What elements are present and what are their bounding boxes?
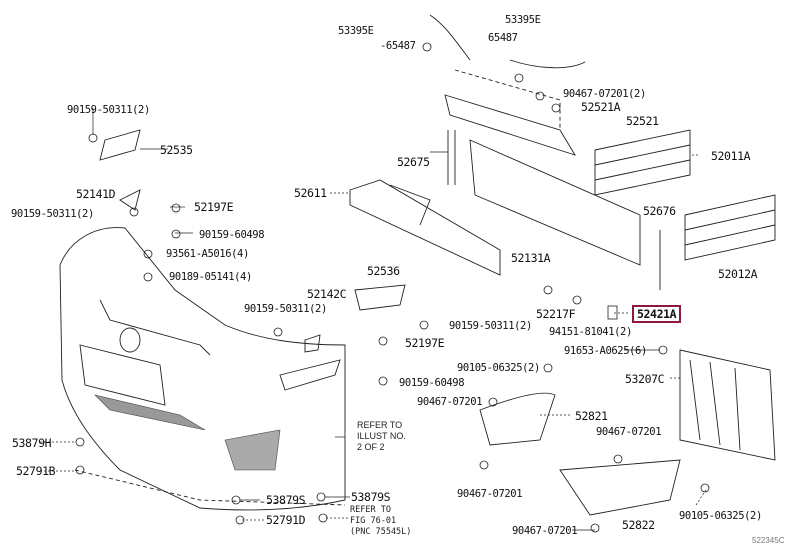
illust-reference-note: REFER TO ILLUST NO. 2 OF 2 (357, 420, 406, 452)
diagram-reference-code: 522345C (752, 536, 785, 545)
fastener-icons (75, 42, 710, 533)
part-label-90467-07201[interactable]: 90467-07201 (417, 396, 483, 408)
part-label-90467-07201[interactable]: 90467-07201(2) (563, 88, 646, 100)
small-brackets (99, 129, 406, 353)
part-label-90159-60498[interactable]: 90159-60498 (199, 229, 265, 241)
part-label-52197E[interactable]: 52197E (405, 336, 445, 350)
part-label-90467-07201[interactable]: 90467-07201 (596, 426, 662, 438)
part-label-65487[interactable]: -65487 (380, 40, 416, 52)
part-label-52822[interactable]: 52822 (622, 518, 655, 532)
part-label-90467-07201[interactable]: 90467-07201 (457, 488, 523, 500)
part-label-53207C[interactable]: 53207C (625, 372, 665, 386)
part-label-90189-05141[interactable]: 90189-05141(4) (169, 271, 252, 283)
part-label-52131A[interactable]: 52131A (511, 251, 551, 265)
part-label-53395E[interactable]: 53395E (505, 14, 541, 26)
part-label-65487[interactable]: 65487 (488, 32, 518, 44)
part-label-52421A-highlighted[interactable]: 52421A (632, 305, 682, 323)
part-label-53879S[interactable]: 53879S (351, 490, 391, 504)
bumper-reinforcement (349, 130, 661, 290)
part-label-91653-A0625[interactable]: 91653-A0625(6) (564, 345, 647, 357)
part-label-52791D[interactable]: 52791D (266, 513, 306, 527)
part-label-53879S[interactable]: 53879S (266, 493, 306, 507)
lower-duct-parts (479, 349, 776, 516)
part-label-90159-50311[interactable]: 90159-50311(2) (67, 104, 150, 116)
part-label-52675[interactable]: 52675 (397, 155, 430, 169)
part-label-52141D[interactable]: 52141D (76, 187, 116, 201)
part-label-94151-81041[interactable]: 94151-81041(2) (549, 326, 632, 338)
part-label-90105-06325[interactable]: 90105-06325(2) (457, 362, 540, 374)
part-label-52821[interactable]: 52821 (575, 409, 608, 423)
part-label-52011A[interactable]: 52011A (711, 149, 751, 163)
part-label-90159-50311[interactable]: 90159-50311(2) (11, 208, 94, 220)
part-label-52197E[interactable]: 52197E (194, 200, 234, 214)
part-label-90159-50311[interactable]: 90159-50311(2) (449, 320, 532, 332)
fig-reference-note: REFER TO FIG 76-01 (PNC 75545L) (350, 505, 412, 537)
leader-lines (40, 108, 707, 531)
upper-support (429, 14, 586, 156)
part-label-52521[interactable]: 52521 (626, 114, 659, 128)
side-grille-parts (594, 129, 776, 261)
part-label-52791B[interactable]: 52791B (16, 464, 56, 478)
part-label-90159-50311[interactable]: 90159-50311(2) (244, 303, 327, 315)
part-label-52012A[interactable]: 52012A (718, 267, 758, 281)
part-label-53395E[interactable]: 53395E (338, 25, 374, 37)
part-label-90159-60498[interactable]: 90159-60498 (399, 377, 465, 389)
part-label-90467-07201[interactable]: 90467-07201 (512, 525, 578, 537)
part-label-52217F[interactable]: 52217F (536, 307, 576, 321)
part-label-52676[interactable]: 52676 (643, 204, 676, 218)
part-label-52142C[interactable]: 52142C (307, 287, 347, 301)
part-label-52521A[interactable]: 52521A (581, 100, 621, 114)
part-label-93561-A5016[interactable]: 93561-A5016(4) (166, 248, 249, 260)
front-bumper-cover (59, 227, 346, 511)
part-label-52536[interactable]: 52536 (367, 264, 400, 278)
part-label-52535[interactable]: 52535 (160, 143, 193, 157)
part-label-52611[interactable]: 52611 (294, 186, 327, 200)
part-label-53879H[interactable]: 53879H (12, 436, 52, 450)
part-label-90105-06325[interactable]: 90105-06325(2) (679, 510, 762, 522)
